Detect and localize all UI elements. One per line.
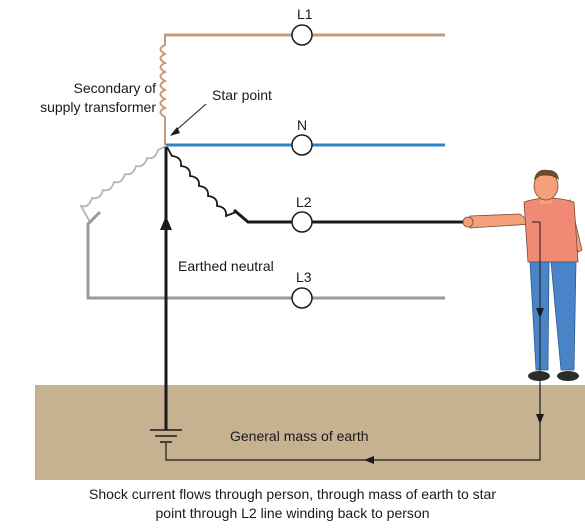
l2-winding (166, 146, 237, 218)
l3-winding (79, 145, 167, 223)
l3-line (86, 210, 445, 300)
earth-mass-area (35, 385, 585, 480)
lamp-l1 (291, 24, 313, 46)
earth-return-arrow-down (536, 414, 544, 424)
figure-caption: Shock current flows through person, thro… (0, 485, 585, 523)
label-l3: L3 (296, 269, 312, 285)
l2-line (233, 208, 470, 224)
caption-line-1: Shock current flows through person, thro… (89, 486, 496, 502)
l1-winding (159, 35, 168, 145)
person-figure (462, 169, 583, 383)
label-secondary-line1: Secondary of (74, 80, 157, 96)
label-secondary-line2: supply transformer (40, 99, 156, 115)
earth-ground-icon (150, 429, 182, 443)
label-l2: L2 (296, 194, 312, 210)
earth-return-arrow-left (364, 456, 374, 464)
label-earthed-neutral: Earthed neutral (178, 258, 274, 274)
lamp-l3 (291, 287, 313, 309)
lamp-n (291, 134, 313, 156)
label-n: N (297, 117, 307, 133)
transformer-star-diagram: L1 N L2 L3 Secondary of supply transform… (35, 6, 585, 480)
label-l1: L1 (297, 6, 313, 22)
label-earth-mass: General mass of earth (230, 428, 369, 444)
label-star-point: Star point (212, 87, 272, 103)
lamp-l2 (291, 211, 313, 233)
earthed-neutral-arrow (160, 216, 172, 230)
star-point-arrowhead (170, 127, 180, 136)
caption-line-2: point through L2 line winding back to pe… (155, 505, 430, 521)
